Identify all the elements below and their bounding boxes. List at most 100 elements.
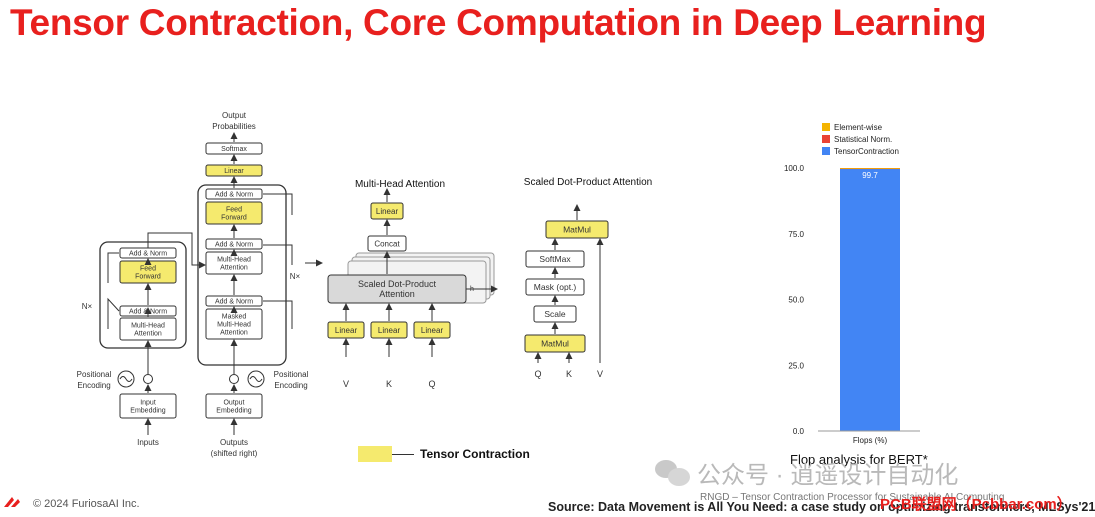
y-tick-label-1: 25.0 xyxy=(788,361,804,370)
x-category-label: Flops (%) xyxy=(853,436,888,445)
decoder-positional-label: Encoding xyxy=(274,381,307,390)
wechat-icon xyxy=(655,458,691,488)
legend-connector xyxy=(392,453,414,455)
rngd-note: RNGD – Tensor Contraction Processor for … xyxy=(700,492,1005,503)
pcb-watermark: PCB联盟网（Pcbbar.com） xyxy=(880,496,1072,513)
page-title: Tensor Contraction, Core Computation in … xyxy=(10,2,987,43)
decoder-masked-multi-head-label: Multi-Head xyxy=(217,321,251,328)
decoder-feed-forward-label: Feed xyxy=(226,206,242,213)
legend-swatch-1 xyxy=(822,135,830,143)
mha-input-label-1: K xyxy=(386,379,392,389)
dec-residual-2 xyxy=(263,244,293,265)
tensor-contraction-label: Tensor Contraction xyxy=(420,447,530,461)
mha-output-linear-label: Linear xyxy=(376,207,399,216)
inputs-label: Inputs xyxy=(137,438,159,447)
decoder-feed-forward-label: Forward xyxy=(221,214,247,221)
encoder-feed-forward-label: Forward xyxy=(135,273,161,280)
output-probabilities-label: Probabilities xyxy=(212,122,256,131)
encoder-wave xyxy=(119,376,133,382)
mha-input-linear-2-label: Linear xyxy=(421,326,444,335)
chart-x-axis: Flops (%) xyxy=(818,430,920,445)
tensor-contraction-legend: Tensor Contraction xyxy=(358,446,530,462)
mha-title: Multi-Head Attention xyxy=(355,179,445,190)
dec-residual-1 xyxy=(263,300,293,329)
furiosa-logo-icon xyxy=(4,497,20,507)
sdpa-matmul-top-label: MatMul xyxy=(563,224,591,234)
y-tick-label-0: 0.0 xyxy=(793,427,805,436)
decoder-nx: N× xyxy=(290,272,301,281)
input-embedding-label: Input xyxy=(140,399,156,406)
mha-input-label-0: V xyxy=(343,379,349,389)
outputs-label: (shifted right) xyxy=(211,449,258,458)
outputs-label: Outputs xyxy=(220,438,248,447)
decoder-multi-head-label: Attention xyxy=(220,264,248,271)
mha-input-label-2: Q xyxy=(428,379,435,389)
decoder-add-norm-1-label: Add & Norm xyxy=(215,191,253,198)
output-embedding-label: Embedding xyxy=(216,407,252,414)
decoder-add-circle xyxy=(229,374,239,384)
bar-data-label: 99.7 xyxy=(862,171,878,180)
sdpa-matmul-bottom xyxy=(524,334,586,353)
output-embedding-label: Output xyxy=(223,399,244,406)
enc-residual-2 xyxy=(107,252,119,283)
copyright: © 2024 FuriosaAI Inc. xyxy=(33,498,140,510)
encoder-stack xyxy=(99,241,187,349)
scaled-dot-product-diagram: Scaled Dot-Product AttentionMatMulSoftMa… xyxy=(524,177,652,379)
flop-caption: Flop analysis for BERT* xyxy=(790,452,928,467)
decoder-add-norm-1 xyxy=(205,188,263,200)
encoder-nx: N× xyxy=(82,302,93,311)
y-tick-label-4: 100.0 xyxy=(784,164,805,173)
legend-swatch-2 xyxy=(822,147,830,155)
decoder-stack xyxy=(197,184,287,366)
legend-label-0: Element-wise xyxy=(834,123,883,132)
sdpa-title: Scaled Dot-Product Attention xyxy=(524,177,652,188)
enc-residual-1 xyxy=(107,297,120,329)
encoder-positional-label: Encoding xyxy=(77,381,110,390)
encoder-multi-head-label: Multi-Head xyxy=(131,322,165,329)
input-embedding-label: Embedding xyxy=(130,407,166,414)
encoder-add-norm-top-label: Add & Norm xyxy=(129,250,167,257)
decoder-positional-label: Positional xyxy=(274,370,309,379)
decoder-add-norm-2-label: Add & Norm xyxy=(215,241,253,248)
y-tick-label-3: 75.0 xyxy=(788,230,804,239)
output-softmax-label: Softmax xyxy=(221,146,247,153)
mha-input-linear-0-label: Linear xyxy=(335,326,358,335)
bar-element-wise xyxy=(840,168,900,169)
legend-label-1: Statistical Norm. xyxy=(834,135,892,144)
encoder-multi-head-label: Attention xyxy=(134,330,162,337)
mha-input-linear-1-label: Linear xyxy=(378,326,401,335)
decoder-masked-multi-head-label: Masked xyxy=(222,313,247,320)
sdpa-softmax-label: SoftMax xyxy=(539,254,571,264)
chart-bars: 99.7 xyxy=(840,168,900,431)
encoder-add-circle xyxy=(143,374,153,384)
mha-sdpa-box-label: Scaled Dot-Product xyxy=(358,279,437,289)
encoder-positional-label: Positional xyxy=(77,370,112,379)
dec-residual-3 xyxy=(263,193,293,215)
mha-concat-label: Concat xyxy=(374,239,400,248)
output-probabilities-label: Output xyxy=(222,111,247,120)
sdpa-scale-label: Scale xyxy=(544,309,566,319)
legend-swatch-0 xyxy=(822,123,830,131)
source-citation: Source: Data Movement is All You Need: a… xyxy=(548,500,1095,514)
cross-attention-path xyxy=(147,232,206,269)
output-linear-label: Linear xyxy=(224,168,244,175)
sdpa-matmul-bottom-label: MatMul xyxy=(541,338,569,348)
watermark: 公众号 · 逍遥设计自动化 xyxy=(655,455,958,490)
decoder-add-norm-3-label: Add & Norm xyxy=(215,298,253,305)
sdpa-matmul-top xyxy=(545,220,609,239)
sdpa-input-label-1: K xyxy=(566,369,572,379)
mha-sdpa-box-label: Attention xyxy=(379,289,415,299)
decoder-multi-head-label: Multi-Head xyxy=(217,256,251,263)
bar-tensorcontraction xyxy=(840,168,900,431)
legend-label-2: TensorContraction xyxy=(834,147,899,156)
tensor-contraction-swatch xyxy=(358,446,392,462)
encoder-feed-forward-label: Feed xyxy=(140,265,156,272)
sdpa-input-label-0: Q xyxy=(534,369,541,379)
watermark-text: 公众号 · 逍遥设计自动化 xyxy=(697,462,959,489)
